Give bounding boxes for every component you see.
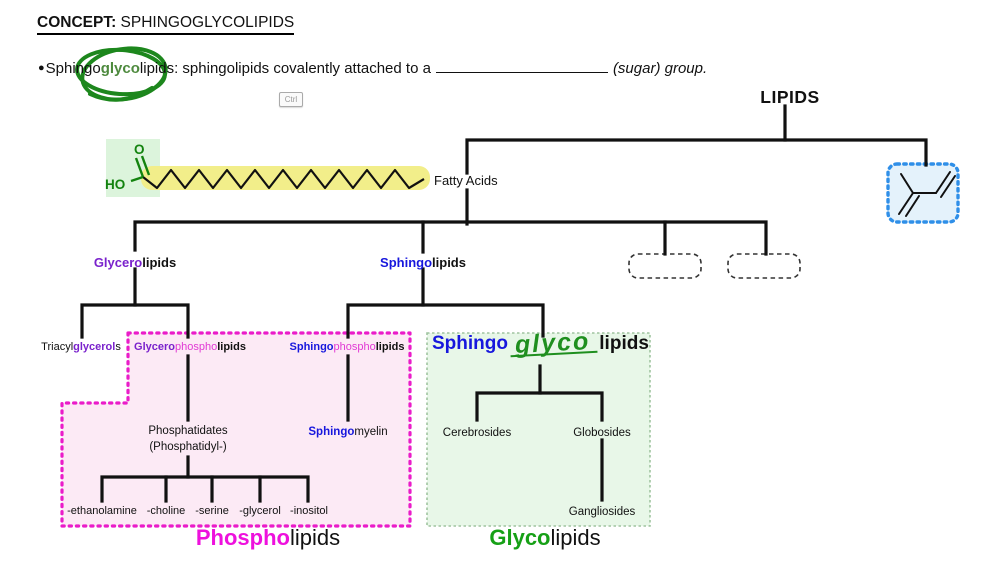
smy-p2: myelin <box>354 426 388 438</box>
phosphatidates-line1: Phosphatidates <box>148 425 228 437</box>
blank-node-box-1[interactable] <box>628 253 702 279</box>
sphingo-rest: lipids <box>432 255 466 270</box>
phosphatidates-line2: (Phosphatidyl-) <box>149 441 227 453</box>
definition-word-prefix: Sphingo <box>45 60 101 77</box>
glycero-rest: lipids <box>142 255 177 270</box>
sgl-handwritten-glyco: glyco <box>509 327 598 359</box>
smy-p1: Sphingo <box>308 426 355 438</box>
node-globosides: Globosides <box>573 427 631 439</box>
head-group-inositol: -inositol <box>290 505 328 517</box>
glyco-circle-annotation <box>75 46 168 102</box>
triacyl-colored: glycerol <box>73 341 116 353</box>
key-overlay-badge: Ctrl <box>279 92 303 107</box>
node-phosphatidates: Phosphatidates (Phosphatidyl-) <box>148 423 227 455</box>
key-overlay-label: Ctrl <box>284 95 298 104</box>
node-glycerolipids: Glycerolipids <box>94 255 176 270</box>
blank-node-box-2[interactable] <box>727 253 801 279</box>
svg-text:O: O <box>134 142 145 157</box>
definition-body: sphingolipids covalently attached to a <box>178 60 431 77</box>
glycolipids-group-label: Glycolipids <box>489 525 600 551</box>
node-triacylglycerols: Triacylglycerols <box>41 341 121 353</box>
phospholipids-group-label: Phospholipids <box>196 525 340 551</box>
concept-label: CONCEPT: <box>37 14 117 31</box>
sphingo-prefix: Sphingo <box>380 255 433 270</box>
gpl-p1: Glycero <box>134 341 176 353</box>
bullet-icon: ● <box>38 62 45 74</box>
head-group-choline: -choline <box>146 505 186 517</box>
node-lipids: LIPIDS <box>760 87 820 107</box>
page-title: CONCEPT: SPHINGOGLYCOLIPIDS <box>37 14 295 35</box>
definition-word-highlight: glyco <box>100 60 140 77</box>
spl-p3: lipids <box>375 341 405 353</box>
sgl-p3: lipids <box>599 333 649 354</box>
node-sphingolipids: Sphingolipids <box>380 255 466 270</box>
node-fatty-acids: Fatty Acids <box>434 173 498 188</box>
glycolipids-rest: lipids <box>550 525 601 550</box>
sugar-note: (sugar) group. <box>612 60 708 77</box>
gpl-p2: phospho <box>175 341 218 353</box>
definition-blank-line[interactable] <box>435 59 608 73</box>
phospholipids-colored: Phospho <box>195 525 290 550</box>
glycolipids-colored: Glyco <box>489 525 551 550</box>
gpl-p3: lipids <box>217 341 246 353</box>
tree-connectors <box>80 104 928 503</box>
head-group-ethanolamine: -ethanolamine <box>67 505 137 517</box>
glycero-prefix: Glycero <box>93 255 143 270</box>
node-sphingomyelin: Sphingomyelin <box>308 424 387 440</box>
node-glycerophospholipids: Glycerophospholipids <box>134 341 246 353</box>
definition-word-suffix: lipids: <box>139 60 179 77</box>
spl-p2: phospho <box>333 341 376 353</box>
phospholipids-rest: lipids <box>289 525 341 550</box>
isoprene-structure <box>898 171 956 217</box>
concept-title: SPHINGOGLYCOLIPIDS <box>120 14 295 31</box>
spl-p1: Sphingo <box>289 341 334 353</box>
definition-line: ●Sphingoglycolipids: sphingolipids coval… <box>38 59 707 77</box>
head-group-glycerol: -glycerol <box>239 505 281 517</box>
node-gangliosides: Gangliosides <box>568 506 636 518</box>
fatty-acid-structure: HO O <box>105 139 430 197</box>
node-cerebrosides: Cerebrosides <box>442 427 512 439</box>
head-group-serine: -serine <box>195 505 229 517</box>
triacyl-post: s <box>115 341 121 353</box>
sgl-p1: Sphingo <box>432 333 508 354</box>
svg-text:HO: HO <box>105 177 125 192</box>
node-sphingophospholipids: Sphingophospholipids <box>290 341 405 353</box>
triacyl-pre: Triacyl <box>41 341 74 353</box>
